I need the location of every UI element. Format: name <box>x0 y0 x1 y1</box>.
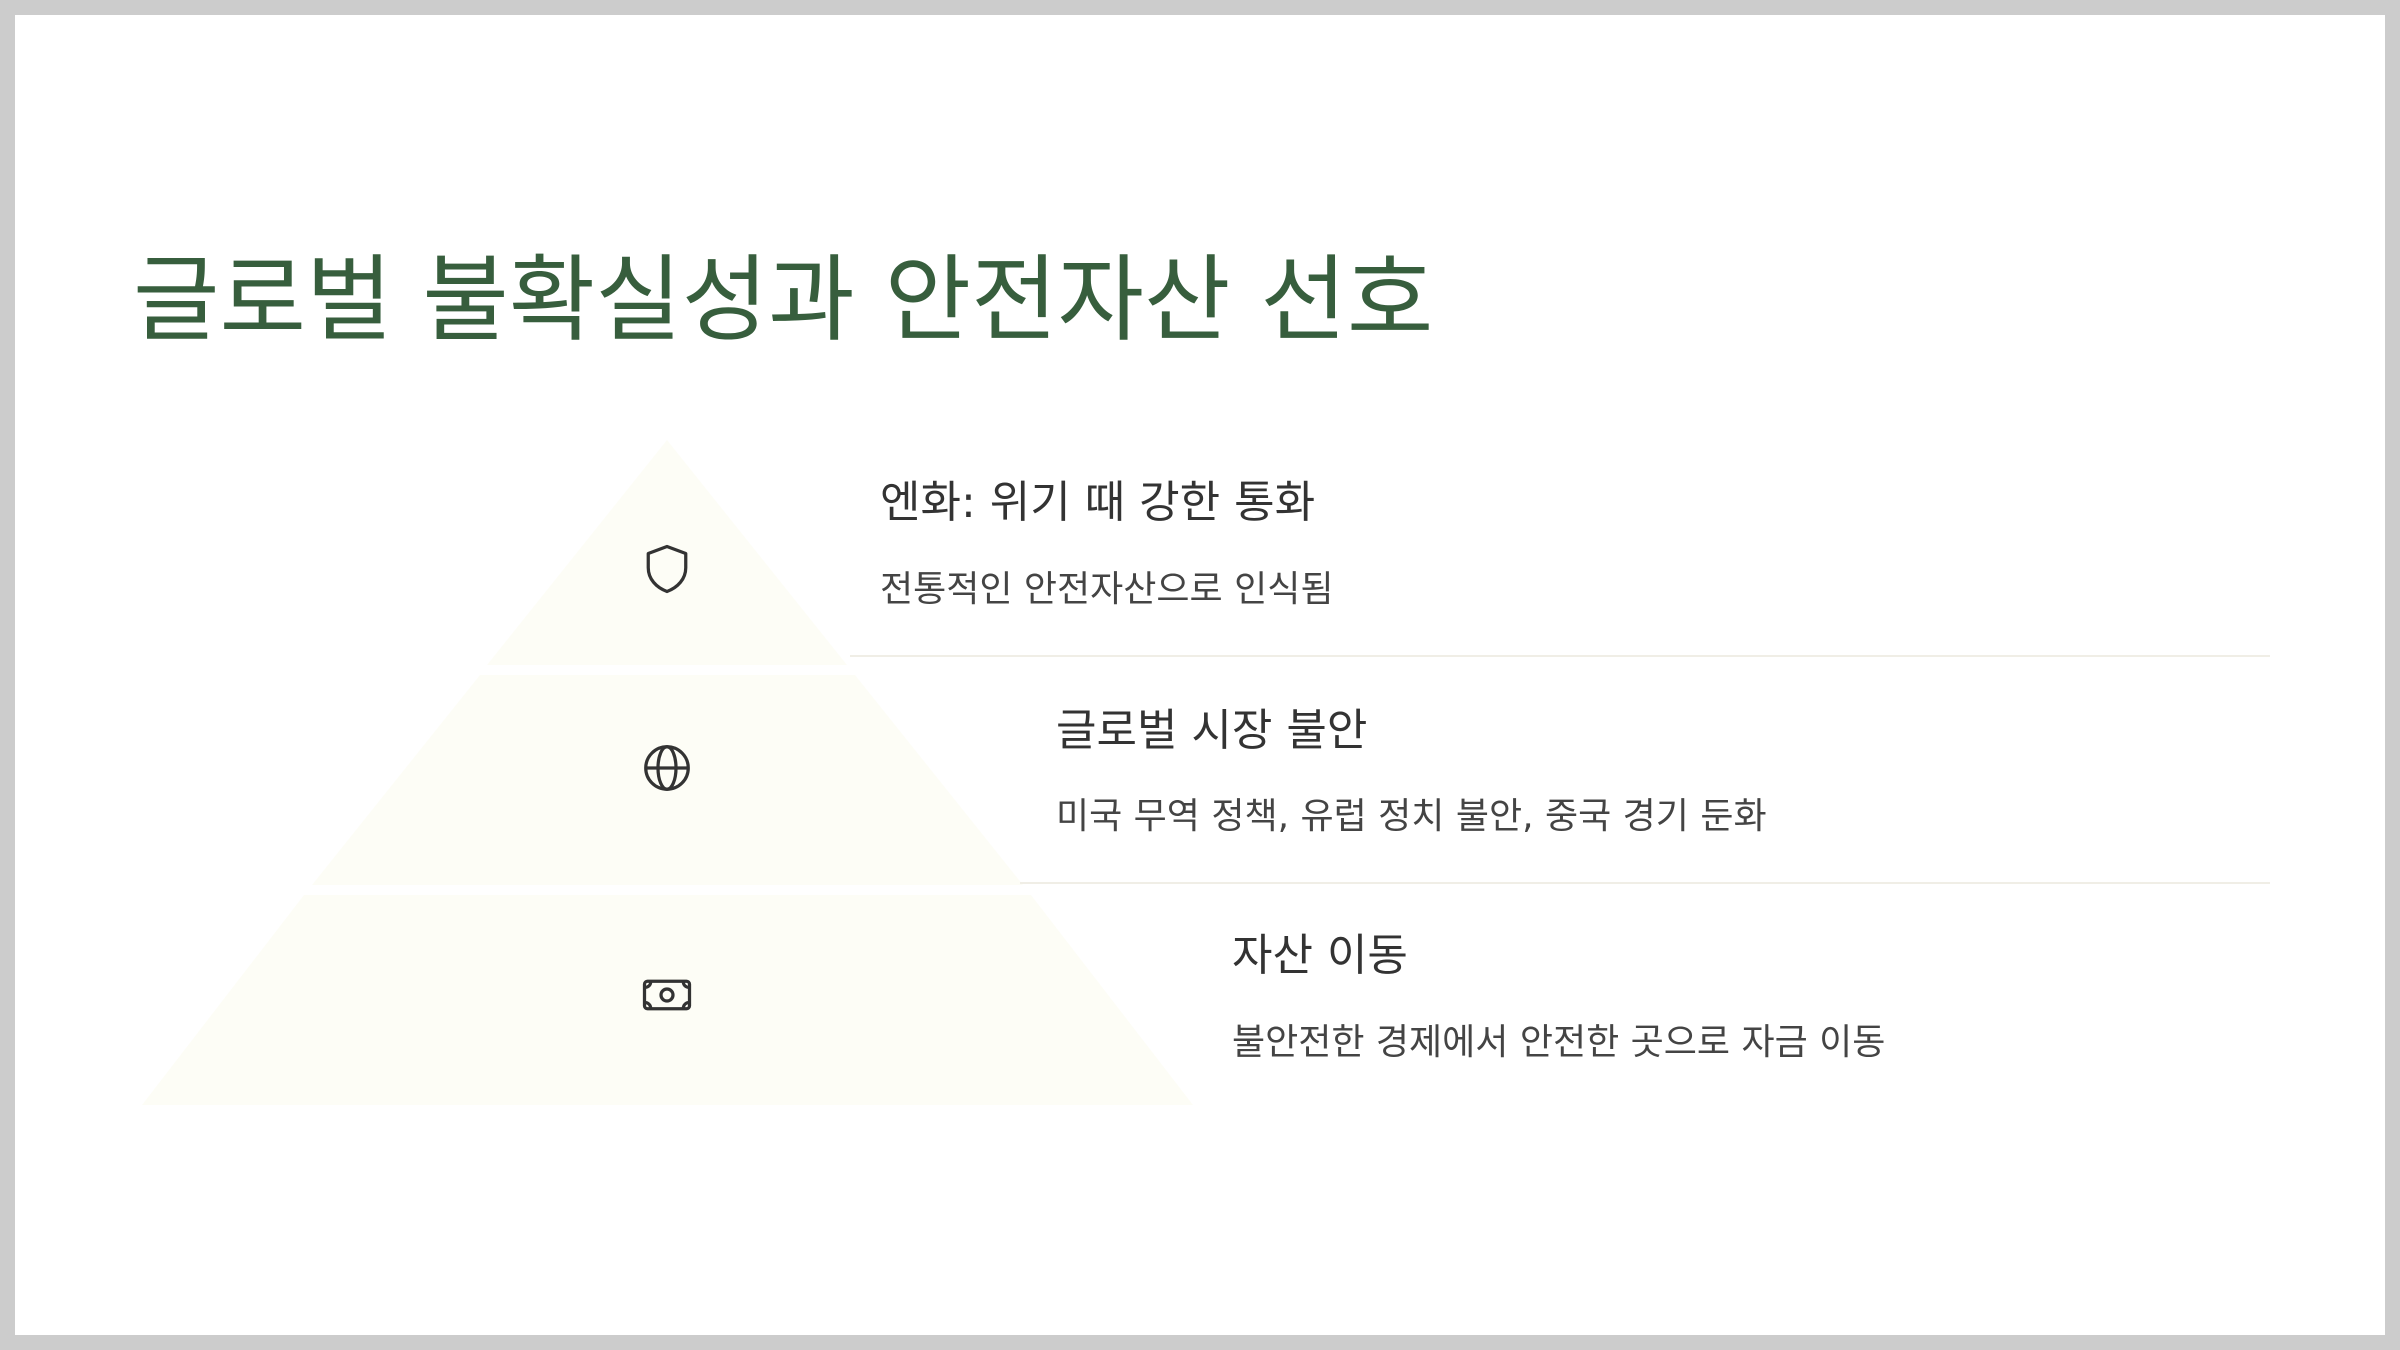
pyramid-graphic <box>142 440 1193 1105</box>
globe-icon <box>637 738 697 798</box>
tier-2-title: 글로벌 시장 불안 <box>1056 705 1368 756</box>
tier-3-description: 불안전한 경제에서 안전한 곳으로 자금 이동 <box>1232 1022 1886 1063</box>
pyramid-tier-top <box>487 440 847 665</box>
tier-2-description: 미국 무역 정책, 유럽 정치 불안, 중국 경기 둔화 <box>1056 796 1767 837</box>
shield-icon <box>637 539 697 599</box>
tier-3-title: 자산 이동 <box>1232 930 1408 981</box>
banknote-icon <box>637 965 697 1025</box>
tier-divider <box>1020 882 2270 884</box>
tier-1-title: 엔화: 위기 때 강한 통화 <box>880 477 1316 528</box>
tier-divider <box>850 655 2270 657</box>
slide-title: 글로벌 불확실성과 안전자산 선호 <box>133 246 1434 355</box>
pyramid-tier-middle <box>312 675 1023 885</box>
tier-1-description: 전통적인 안전자산으로 인식됨 <box>880 569 1334 610</box>
slide: 글로벌 불확실성과 안전자산 선호 엔화: 위기 때 강한 통화 전통적인 안전… <box>15 15 2385 1335</box>
